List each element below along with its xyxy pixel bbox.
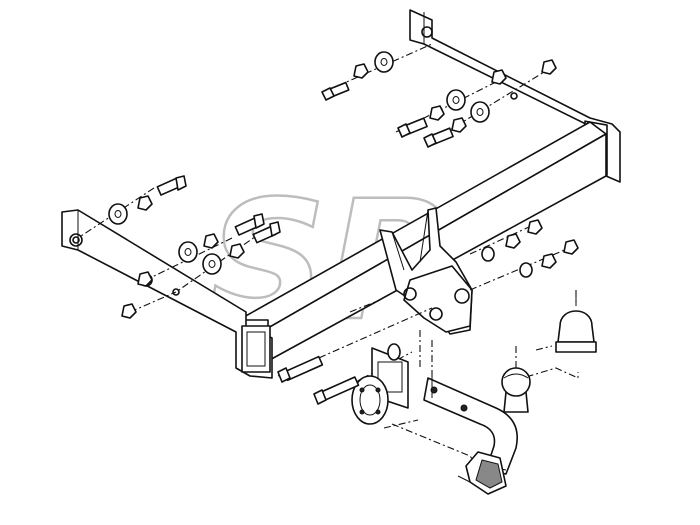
left-mounting-plate xyxy=(61,209,273,379)
bolt-left-1 xyxy=(156,175,187,196)
bolt-long-1 xyxy=(277,355,324,383)
tow-ball-arm xyxy=(423,376,518,475)
bolt-long-2 xyxy=(313,376,360,405)
bolt-left-2 xyxy=(234,213,265,236)
electrical-socket xyxy=(457,451,507,495)
ball-cover-cap xyxy=(555,292,597,353)
washers xyxy=(108,51,533,361)
bolt-left-3 xyxy=(252,221,281,244)
electrical-socket-plate xyxy=(351,347,409,425)
tow-ball xyxy=(501,367,531,413)
nuts xyxy=(121,59,579,319)
tow-ball-mount-bracket xyxy=(379,207,473,335)
washer xyxy=(374,51,394,73)
bolt-top-2 xyxy=(397,117,428,138)
fastening-bolts xyxy=(156,81,454,405)
bolt-top-1 xyxy=(321,81,350,101)
bolt-top-3 xyxy=(423,127,454,148)
